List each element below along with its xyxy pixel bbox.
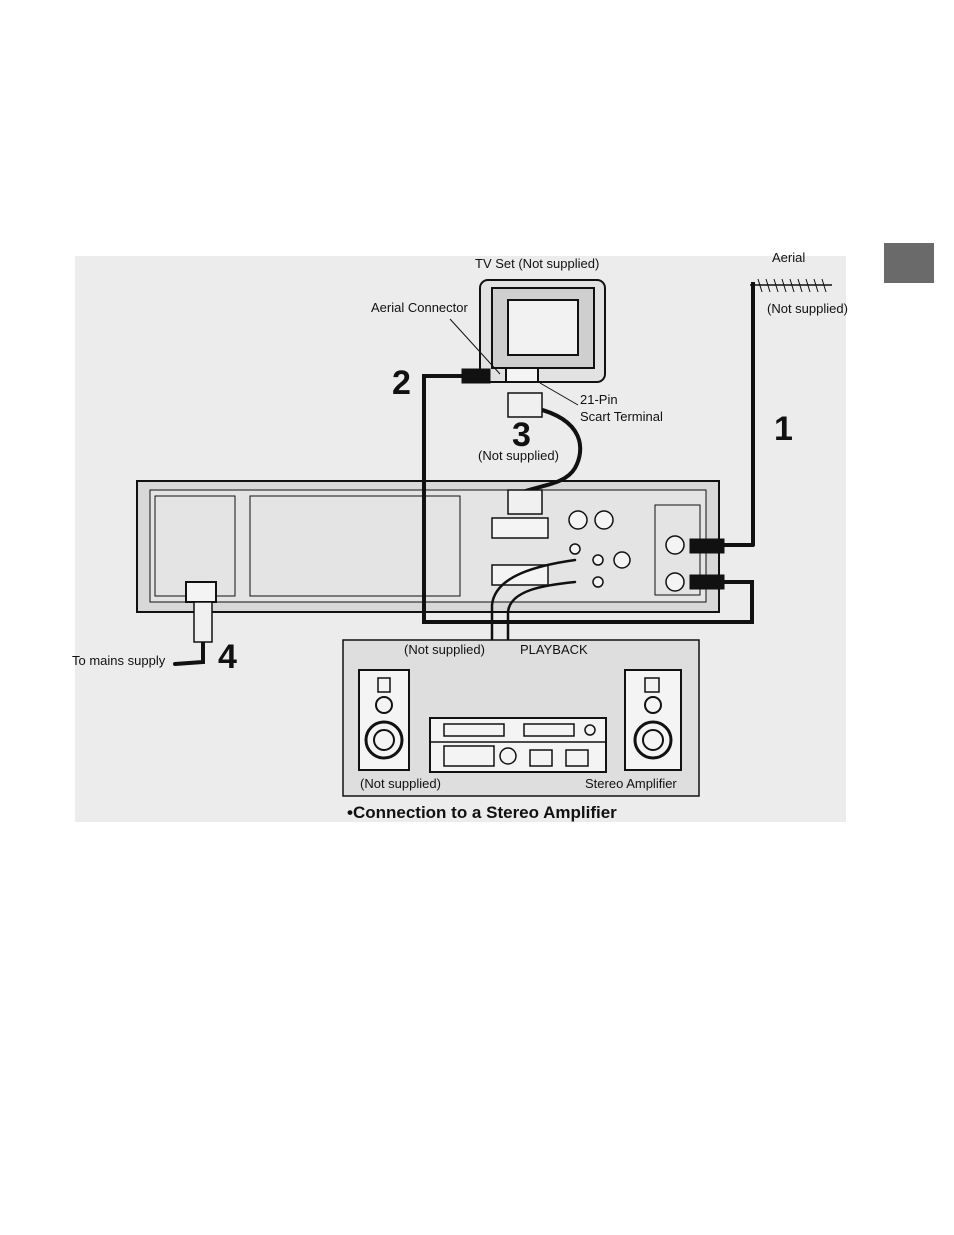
tv-set	[480, 280, 605, 382]
aerial-connector-label: Aerial Connector	[371, 300, 468, 315]
scart-label-line1: 21-Pin	[580, 392, 618, 407]
tv-set-label: TV Set (Not supplied)	[475, 256, 599, 271]
scart-label-line2: Scart Terminal	[580, 409, 663, 424]
step-2-number: 2	[392, 366, 411, 400]
mains-supply-label: To mains supply	[72, 653, 165, 668]
step-1-number: 1	[774, 412, 793, 446]
vcr-rear-panel	[137, 481, 719, 612]
amplifier-not-supplied-label: (Not supplied)	[360, 776, 441, 791]
stereo-amplifier-panel	[343, 640, 699, 796]
aerial-label: Aerial	[772, 250, 805, 265]
step-4-number: 4	[218, 640, 237, 674]
diagram-caption: •Connection to a Stereo Amplifier	[347, 803, 617, 823]
stereo-amplifier-label: Stereo Amplifier	[585, 776, 677, 791]
playback-label: PLAYBACK	[520, 642, 588, 657]
audio-cable-not-supplied-label: (Not supplied)	[404, 642, 485, 657]
step-3-number: 3	[512, 418, 531, 452]
scart-terminal-pointer	[540, 383, 578, 405]
aerial-not-supplied-label: (Not supplied)	[767, 301, 848, 316]
